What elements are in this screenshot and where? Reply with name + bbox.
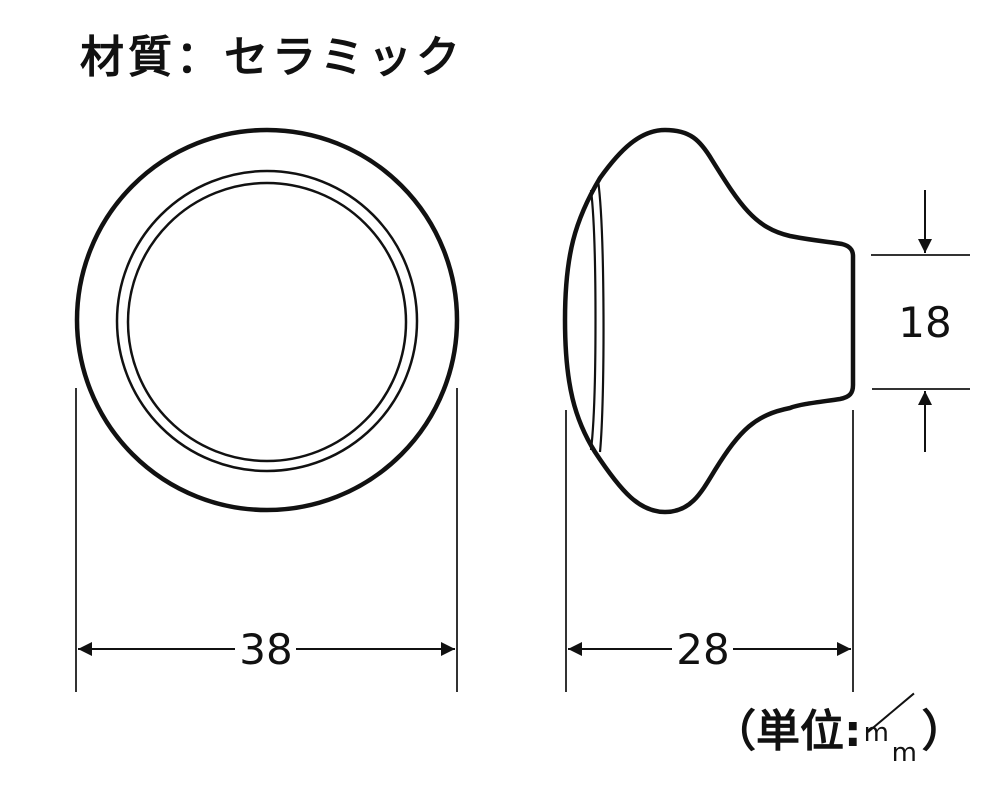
dimension-38: 38 — [75, 388, 458, 692]
dimension-28-label: 28 — [676, 625, 729, 674]
dimension-28: 28 — [565, 410, 854, 692]
dimension-38-label: 38 — [239, 625, 292, 674]
side-view — [562, 127, 856, 515]
inner-ring-inner — [126, 181, 408, 463]
unit-open-paren: （ — [712, 706, 756, 757]
dimension-18: 18 — [871, 190, 970, 452]
unit-numerator: m — [863, 718, 889, 748]
unit-label: 単位: — [756, 706, 862, 757]
unit-close-paren: ） — [921, 706, 966, 757]
front-view — [74, 127, 460, 513]
unit-denominator: m — [891, 738, 917, 768]
inner-ring-outer — [115, 169, 419, 473]
outer-rim — [74, 127, 460, 513]
material-title: 材質：セラミック — [80, 32, 464, 83]
dimension-18-label: 18 — [898, 298, 951, 347]
